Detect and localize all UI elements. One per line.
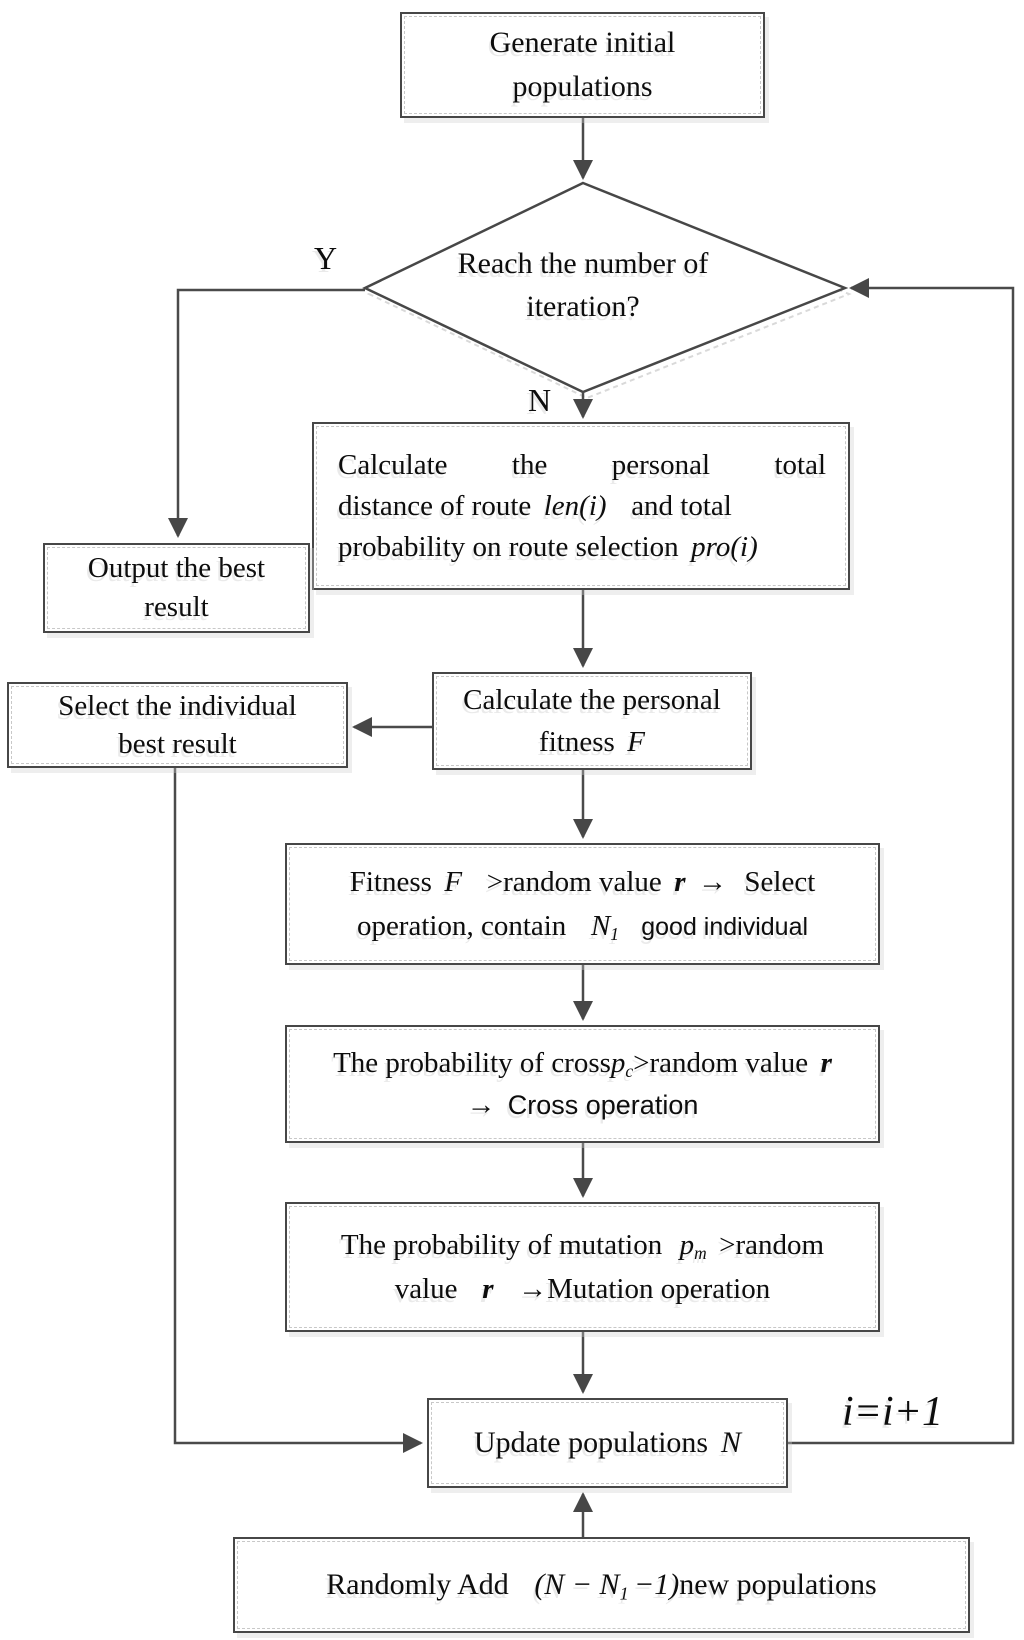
math-r: r: [674, 865, 686, 898]
node-select-individual-best: Select the individual best result: [7, 682, 348, 768]
node-text-line: best result: [118, 728, 237, 760]
text-segment: Cross operation: [507, 1090, 699, 1120]
math-p: p: [610, 1047, 626, 1079]
edge-selectbest-to-update: [173, 768, 423, 1453]
node-select-operation: Fitness F >random value r → Select opera…: [285, 843, 880, 965]
node-text-line: fitness F: [539, 721, 645, 763]
math-p-subscript: m: [694, 1243, 707, 1264]
node-text-line: probability on route selection pro(i): [338, 527, 826, 568]
node-randomly-add-populations: Randomly Add (N − N1−1)new populations: [233, 1537, 970, 1633]
text-segment: Select: [744, 865, 816, 898]
text-segment: distance of route: [338, 489, 532, 522]
text-segment: >random: [719, 1229, 825, 1261]
math-N-subscript: 1: [610, 923, 619, 944]
arrow-glyph: →: [466, 1089, 496, 1121]
edge-label-increment: i=i+1: [842, 1389, 944, 1435]
text-segment: operation, contain: [356, 909, 567, 942]
math-F: F: [444, 865, 463, 898]
math-p-subscript: c: [625, 1061, 634, 1082]
arrow-glyph: →: [698, 865, 727, 898]
node-text-line: Update populations N: [474, 1423, 741, 1463]
math-len-i: len(i): [543, 489, 607, 522]
node-text-line: value r →Mutation operation: [395, 1267, 770, 1311]
math-N1: N1: [590, 909, 619, 944]
math-pc: pc: [610, 1047, 634, 1082]
math-r: r: [482, 1273, 494, 1305]
node-text-line: The probability of mutation pm >random: [341, 1223, 824, 1267]
node-text-line: populations: [512, 70, 653, 103]
text-segment: probability on route selection: [338, 530, 679, 563]
node-generate-initial-populations: Generate initial populations: [400, 12, 765, 118]
math-pm: pm: [679, 1229, 707, 1264]
node-text-line: Calculate the personal total: [338, 448, 826, 481]
node-text-line: Select the individual: [58, 690, 297, 722]
edge-label-no: N: [528, 382, 552, 418]
text-segment: >random value: [633, 1047, 809, 1079]
node-update-populations: Update populations N: [427, 1398, 788, 1488]
node-text-line: Output the best: [87, 552, 266, 584]
node-calculate-route-distance: Calculate the personal total distance of…: [312, 422, 850, 590]
math-p: p: [679, 1229, 695, 1261]
math-r: r: [820, 1047, 832, 1079]
text-segment: new populations: [679, 1568, 877, 1601]
arrow-glyph: →: [518, 1273, 548, 1305]
text-segment: fitness: [539, 726, 615, 758]
math-N-subscript: 1: [619, 1583, 629, 1604]
math-close: −1): [633, 1568, 680, 1601]
math-pro-i: pro(i): [691, 530, 758, 563]
text-segment: Randomly Add: [326, 1568, 509, 1601]
node-decision-reach-iteration: Reach the number of iteration?: [428, 242, 738, 328]
math-F: F: [627, 726, 645, 758]
math-open: (N − N: [534, 1568, 620, 1601]
text-segment: The probability of cross: [333, 1047, 611, 1079]
text-segment: >random value: [486, 865, 662, 898]
node-text-line: Calculate the personal: [463, 684, 721, 716]
text-segment: good individual: [641, 912, 809, 941]
node-calculate-fitness: Calculate the personal fitness F: [432, 672, 752, 770]
node-output-best-result: Output the best result: [43, 543, 310, 633]
node-text-line: → Cross operation: [467, 1084, 699, 1126]
node-text-line: Fitness F >random value r → Select: [350, 860, 816, 904]
node-mutation-operation: The probability of mutation pm >random v…: [285, 1202, 880, 1332]
node-text-line: result: [144, 591, 209, 623]
node-cross-operation: The probability of crosspc>random value …: [285, 1025, 880, 1143]
edge-label-yes: Y: [314, 240, 338, 276]
node-text-line: Generate initial: [489, 26, 676, 59]
math-N: N: [721, 1426, 742, 1459]
edge-decision-yes: [168, 288, 365, 538]
text-segment: Mutation operation: [547, 1273, 771, 1305]
node-text-line: Reach the number of: [457, 247, 709, 280]
edge-update-loopback: [788, 278, 1015, 1445]
text-segment: and total: [631, 489, 732, 522]
node-text-line: distance of route len(i) and total: [338, 486, 826, 527]
math-N: N: [590, 909, 611, 942]
math-expression: (N − N1−1): [534, 1568, 680, 1604]
text-segment: Update populations: [473, 1426, 709, 1459]
node-text-line: The probability of crosspc>random value …: [333, 1042, 832, 1084]
text-segment: value: [394, 1273, 458, 1305]
text-segment: The probability of mutation: [340, 1229, 663, 1261]
node-text-line: operation, contain N1 good individual: [357, 904, 808, 949]
text-segment: Fitness: [349, 865, 432, 898]
node-text-line: iteration?: [526, 290, 640, 323]
node-text-line: Randomly Add (N − N1−1)new populations: [326, 1565, 876, 1605]
